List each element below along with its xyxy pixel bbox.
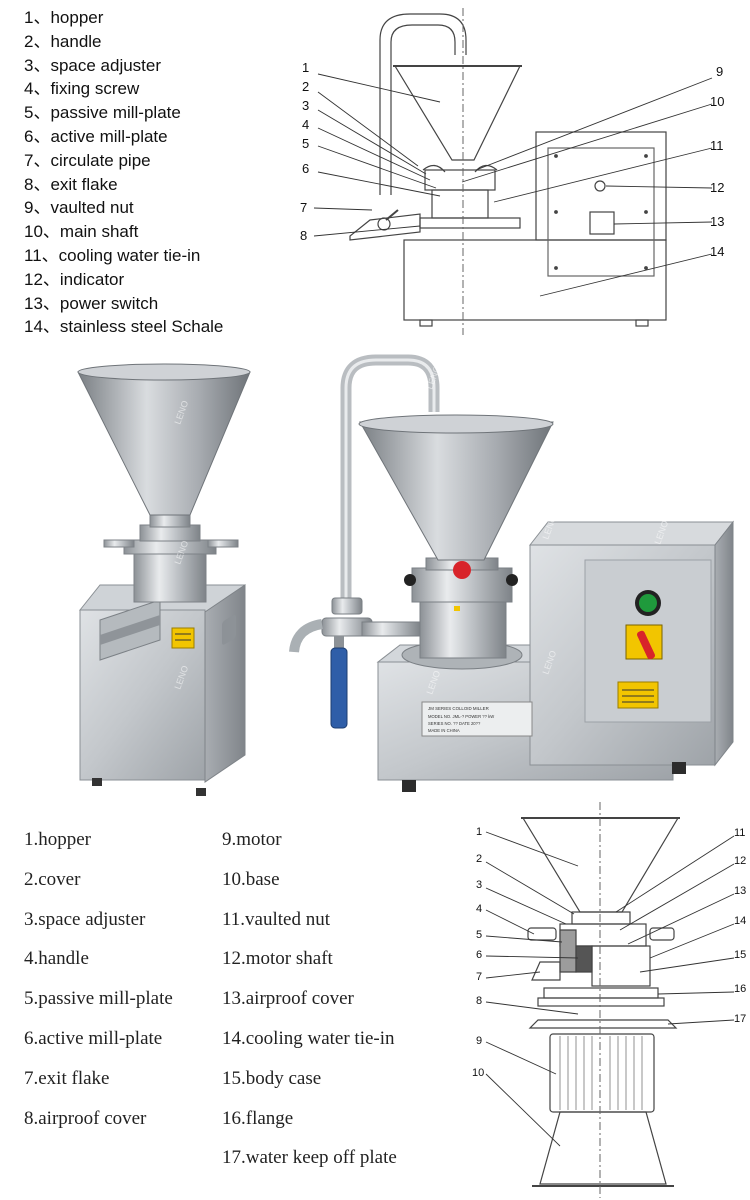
bottom-legend-item-6: 6.active mill-plate <box>24 1027 163 1049</box>
bottom-legend-item-7: 7.exit flake <box>24 1067 110 1089</box>
bottom-legend-item-1: 1.hopper <box>24 829 92 850</box>
bottom-callout-15: 15 <box>734 949 746 961</box>
legend-item-8: 8、exit flake <box>24 174 118 194</box>
top-callout-3: 3 <box>302 98 309 113</box>
bottom-legend-item-3: 3.space adjuster <box>24 908 146 930</box>
top-callout-9: 9 <box>716 64 723 79</box>
bottom-legend-item-11: 11.vaulted nut <box>222 908 330 930</box>
legend-item-5: 5、passive mill-plate <box>24 103 181 123</box>
bottom-callout-16: 16 <box>734 983 746 995</box>
bottom-callout-8: 8 <box>476 995 482 1007</box>
bottom-callout-10: 10 <box>472 1067 484 1079</box>
legend-item-2: 2、handle <box>24 31 102 51</box>
bottom-callout-6: 6 <box>476 949 482 961</box>
bottom-callout-2: 2 <box>476 853 482 865</box>
legend-item-6: 6、active mill-plate <box>24 126 168 146</box>
top-callout-8: 8 <box>300 228 307 243</box>
bottom-schematic-diagram: 1 2 3 4 5 6 7 8 9 10 11 12 13 14 15 16 1… <box>472 802 746 1198</box>
bottom-callout-1: 1 <box>476 826 482 838</box>
bottom-legend-item-14: 14.cooling water tie-in <box>222 1027 395 1049</box>
bottom-legend-item-8: 8.airproof cover <box>24 1107 147 1129</box>
bottom-callout-14: 14 <box>734 915 746 927</box>
legend-item-3: 3、space adjuster <box>24 55 162 75</box>
top-callout-4: 4 <box>302 117 309 132</box>
bottom-legend-item-15: 15.body case <box>222 1067 322 1089</box>
nameplate-title: JM SERIES COLLOID MILLER <box>428 706 489 711</box>
legend-item-13: 13、power switch <box>24 293 159 313</box>
bottom-legend-item-4: 4.handle <box>24 948 89 970</box>
legend-item-4: 4、fixing screw <box>24 79 140 99</box>
legend-item-14: 14、stainless steel Schale <box>24 317 224 337</box>
nameplate-line-3: MADE IN CHINA <box>428 728 460 733</box>
bottom-callout-12: 12 <box>734 855 746 867</box>
top-legend-list: 1、hopper 2、handle 3、space adjuster 4、fix… <box>24 6 223 339</box>
top-callout-7: 7 <box>300 200 307 215</box>
bottom-callout-13: 13 <box>734 885 746 897</box>
left-machine-photo <box>77 363 251 796</box>
top-callout-5: 5 <box>302 136 309 151</box>
legend-item-11: 11、cooling water tie-in <box>24 245 201 265</box>
legend-item-12: 12、indicator <box>24 269 125 289</box>
bottom-callout-7: 7 <box>476 971 482 983</box>
top-schematic-diagram: 1 2 3 4 5 6 7 8 9 10 11 12 13 14 <box>300 8 724 335</box>
top-callout-14: 14 <box>710 244 724 259</box>
top-callout-12: 12 <box>710 180 724 195</box>
top-callout-10: 10 <box>710 94 724 109</box>
nameplate-line-1: MODEL NO. JML-? POWER ?? kW <box>428 714 494 719</box>
legend-item-1: 1、hopper <box>24 8 104 27</box>
bottom-legend-item-9: 9.motor <box>222 829 282 850</box>
bottom-callout-17: 17 <box>734 1013 746 1025</box>
bottom-callout-4: 4 <box>476 903 482 915</box>
bottom-callout-9: 9 <box>476 1035 482 1047</box>
legend-item-10: 10、main shaft <box>24 222 139 242</box>
bottom-legend-item-13: 13.airproof cover <box>222 988 354 1010</box>
bottom-callout-3: 3 <box>476 879 482 891</box>
product-photos: JM SERIES COLLOID MILLER MODEL NO. JML-?… <box>77 354 735 796</box>
legend-item-7: 7、circulate pipe <box>24 150 151 170</box>
legend-item-9: 9、vaulted nut <box>24 198 134 218</box>
bottom-legend-left: 1.hopper 2.cover 3.space adjuster 4.hand… <box>24 820 173 1138</box>
bottom-callout-5: 5 <box>476 929 482 941</box>
right-machine-photo: JM SERIES COLLOID MILLER MODEL NO. JML-?… <box>289 354 735 792</box>
bottom-legend-item-16: 16.flange <box>222 1107 294 1129</box>
top-callout-2: 2 <box>302 79 309 94</box>
top-callout-13: 13 <box>710 214 724 229</box>
top-callout-11: 11 <box>710 138 724 153</box>
bottom-legend-item-17: 17.water keep off plate <box>222 1147 397 1169</box>
top-callout-6: 6 <box>302 161 309 176</box>
bottom-legend-item-12: 12.motor shaft <box>222 948 333 970</box>
bottom-callout-11: 11 <box>734 827 745 839</box>
bottom-legend-right: 9.motor 10.base 11.vaulted nut 12.motor … <box>222 820 397 1178</box>
top-callout-1: 1 <box>302 60 309 75</box>
bottom-legend-item-2: 2.cover <box>24 868 81 890</box>
bottom-legend-item-5: 5.passive mill-plate <box>24 988 173 1010</box>
bottom-legend-item-10: 10.base <box>222 868 280 890</box>
nameplate-line-2: SERIES NO. ?? DATE 20?? <box>428 721 481 726</box>
